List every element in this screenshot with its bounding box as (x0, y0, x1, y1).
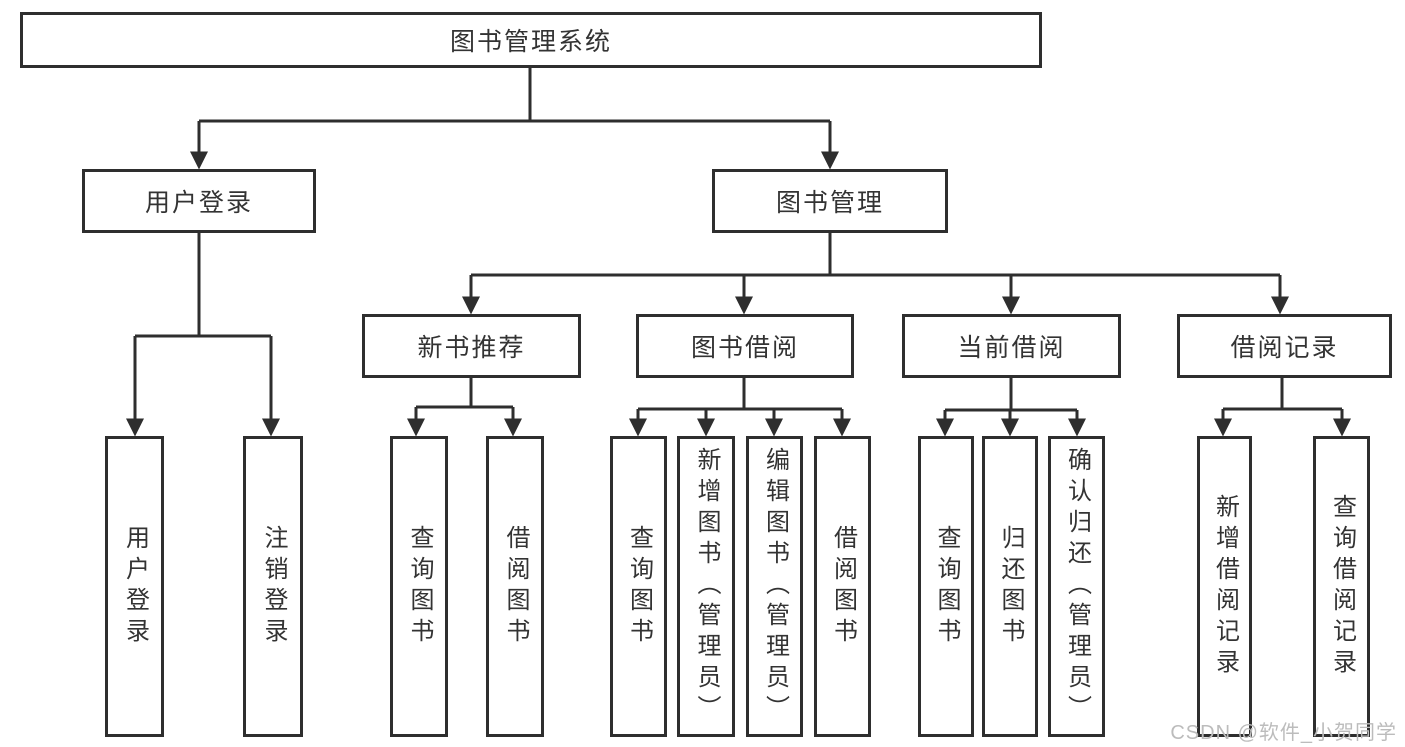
node-label: 图书管理 (775, 189, 884, 217)
node-label: 归还图书 (997, 524, 1024, 649)
leaf-logout: 注销登录 (243, 436, 303, 737)
node-label: 注销登录 (260, 524, 287, 649)
node-book-borrow: 图书借阅 (636, 314, 854, 378)
node-label: 新增借阅记录 (1211, 493, 1239, 680)
leaf-confirm-return-admin: 确认归还（管理员） (1048, 436, 1105, 737)
leaf-borrow-books-recommend: 借阅图书 (486, 436, 544, 737)
csdn-watermark: CSDN @软件_小贺同学 (1170, 722, 1397, 744)
node-label: 借阅图书 (502, 524, 529, 649)
node-label: 确认归还（管理员） (1063, 447, 1091, 726)
node-label: 用户登录 (144, 189, 253, 217)
leaf-query-books-recommend: 查询图书 (390, 436, 448, 737)
node-label: 编辑图书（管理员） (761, 447, 789, 726)
node-label: 查询图书 (406, 524, 433, 649)
node-root-system: 图书管理系统 (20, 12, 1042, 68)
leaf-user-login: 用户登录 (105, 436, 164, 737)
node-label: 图书管理系统 (449, 28, 612, 56)
tree-rails (135, 68, 1342, 412)
node-label: 查询图书 (933, 524, 960, 649)
leaf-query-books-current: 查询图书 (918, 436, 974, 737)
leaf-add-book-admin: 新增图书（管理员） (677, 436, 735, 737)
leaf-query-books-borrow: 查询图书 (610, 436, 667, 737)
node-user-login: 用户登录 (82, 169, 316, 233)
leaf-edit-book-admin: 编辑图书（管理员） (746, 436, 803, 737)
node-borrow-records: 借阅记录 (1177, 314, 1392, 378)
node-label: 借阅图书 (829, 524, 857, 649)
tree-arrows (126, 121, 1351, 437)
leaf-add-borrow-record: 新增借阅记录 (1197, 436, 1252, 737)
node-label: 用户登录 (121, 524, 149, 649)
node-label: 当前借阅 (957, 334, 1066, 362)
node-label: 查询图书 (625, 524, 653, 649)
node-label: 新增图书（管理员） (693, 447, 720, 726)
node-label: 查询借阅记录 (1328, 493, 1356, 680)
node-label: 新书推荐 (417, 334, 526, 362)
node-new-book-recommend: 新书推荐 (362, 314, 581, 378)
leaf-return-book: 归还图书 (982, 436, 1038, 737)
node-book-management: 图书管理 (712, 169, 948, 233)
node-label: 图书借阅 (690, 334, 799, 362)
leaf-borrow-books: 借阅图书 (814, 436, 871, 737)
node-current-borrow: 当前借阅 (902, 314, 1121, 378)
leaf-query-borrow-record: 查询借阅记录 (1313, 436, 1370, 737)
node-label: 借阅记录 (1230, 334, 1339, 362)
